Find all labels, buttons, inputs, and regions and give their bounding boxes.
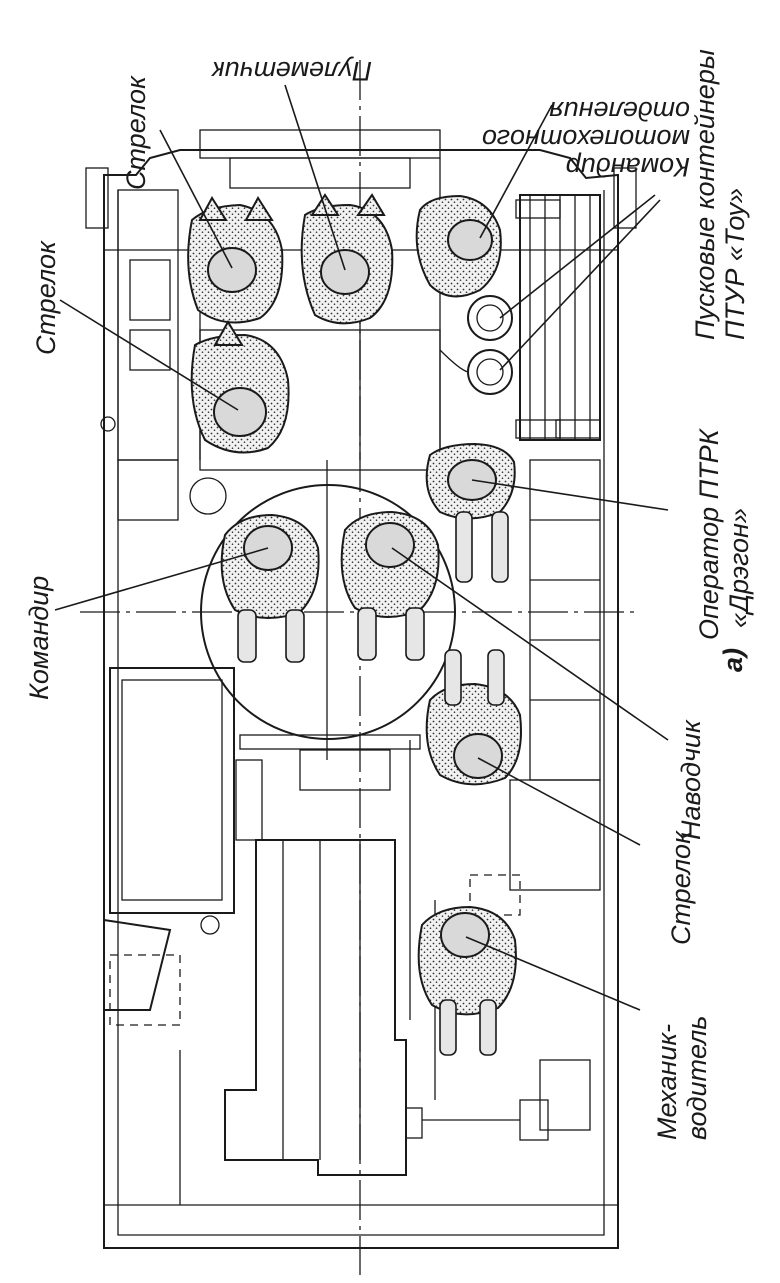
crew-machine-gunner [300,193,394,325]
turret [189,477,456,791]
label-launch-containers-2: ПТУР «Тоу» [720,188,750,340]
crew-rifleman-top [187,196,284,324]
label-squad-commander-2: мотопехотного [482,124,690,154]
label-rifleman-top: Стрелок [121,75,151,190]
engine-block [224,759,549,1176]
label-gunner: Наводчик [676,719,706,840]
figure-sublabel: а) [718,648,748,672]
label-rifleman-bottom: Стрелок [666,830,696,945]
label-rifleman-left: Стрелок [31,240,61,355]
crew-gunner [340,510,440,661]
label-machine-gunner: Пулеметчик [211,56,372,86]
label-driver-1: Механик- [652,1024,682,1140]
crew-commander [220,513,320,663]
label-squad-commander-1: Командир [566,152,690,182]
label-launch-containers-1: Пусковые контейнеры [690,49,720,340]
label-squad-commander-3: отделения [549,96,690,126]
left-equipment [100,189,235,1205]
crew-driver [417,905,517,1056]
label-atgm-operator-1: Оператор ПТРК [694,427,724,640]
label-atgm-operator-2: «Дрэгон» [724,508,754,628]
label-driver-2: водитель [682,1016,712,1141]
launch-containers [439,194,601,441]
label-commander: Командир [24,576,54,700]
crew-rifleman-left [190,320,290,454]
crew-atgm-operator [425,442,516,583]
crew-squad-commander [415,194,502,298]
crew-rifleman-bottom [425,649,522,786]
leader-lines [54,84,669,1011]
